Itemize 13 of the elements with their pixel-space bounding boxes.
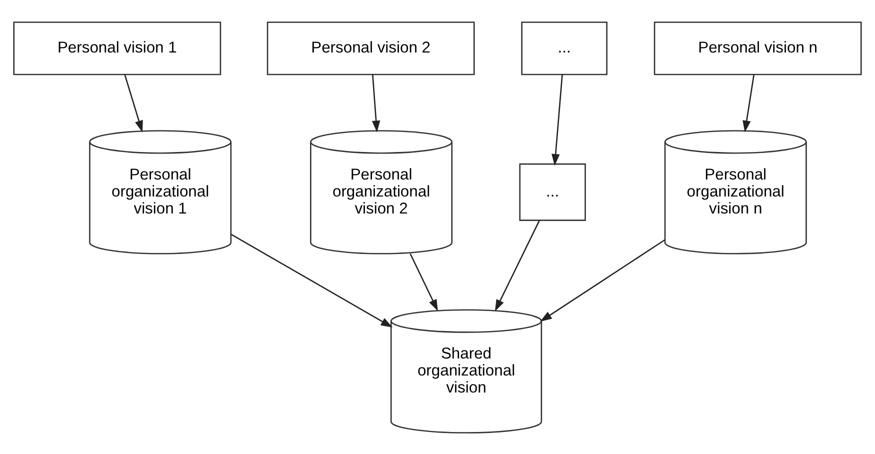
node-box: ... — [519, 162, 586, 220]
arrow — [372, 74, 380, 132]
arrow — [124, 74, 143, 132]
arrow — [494, 220, 540, 311]
node-box: Personal vision 2 — [266, 21, 475, 75]
arrow — [742, 74, 755, 132]
node-box: ... — [521, 21, 608, 75]
arrow — [410, 252, 438, 311]
arrow — [540, 238, 666, 322]
arrow — [552, 74, 563, 166]
node-box: Personal vision 1 — [13, 21, 222, 75]
arrow — [230, 233, 393, 328]
node-box: Personal vision n — [654, 21, 862, 75]
